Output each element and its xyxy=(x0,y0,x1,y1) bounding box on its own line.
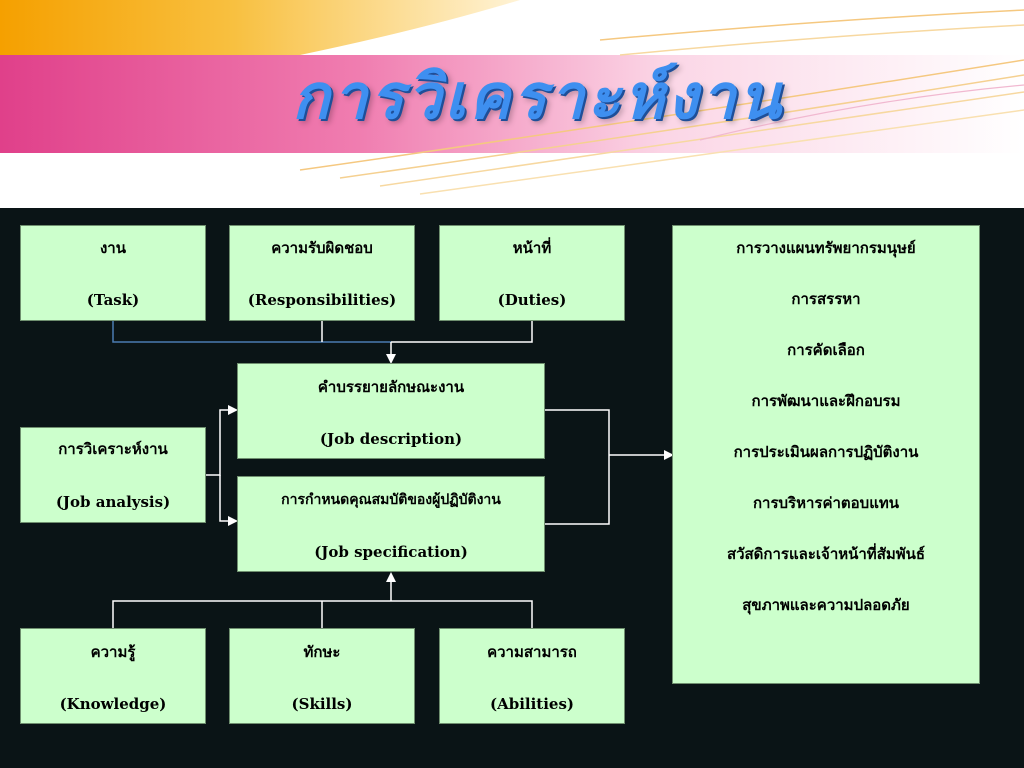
hr-function-item: การคัดเลือก xyxy=(787,341,865,359)
hr-function-item: การสรรหา xyxy=(791,290,861,308)
arrow-analysis-to-specification xyxy=(219,475,238,526)
outputs-bracket xyxy=(545,409,610,525)
job-description-thai-label: คำบรรยายลักษณะงาน xyxy=(317,378,465,396)
hr-function-item: สวัสดิการและเจ้าหน้าที่สัมพันธ์ xyxy=(726,545,926,563)
hr-functions-box: การวางแผนทรัพยากรมนุษย์ การสรรหา การคัดเ… xyxy=(672,225,980,684)
job-analysis-thai-label: การวิเคราะห์งาน xyxy=(58,440,168,458)
knowledge-thai-label: ความรู้ xyxy=(90,643,136,661)
abilities-english-label: (Abilities) xyxy=(489,695,575,713)
skills-thai-label: ทักษะ xyxy=(303,643,341,661)
responsibilities-english-label: (Responsibilities) xyxy=(247,291,397,309)
job-specification-thai-label: การกำหนดคุณสมบัติของผู้ปฏิบัติงาน xyxy=(281,492,501,508)
duties-thai-label: หน้าที่ xyxy=(512,239,552,257)
responsibilities-box: ความรับผิดชอบ (Responsibilities) xyxy=(229,225,415,321)
abilities-box: ความสามารถ (Abilities) xyxy=(439,628,625,724)
task-thai-label: งาน xyxy=(99,239,126,257)
hr-function-item: การบริหารค่าตอบแทน xyxy=(752,494,900,512)
responsibilities-thai-label: ความรับผิดชอบ xyxy=(271,239,373,257)
skills-english-label: (Skills) xyxy=(291,695,353,713)
slide-title: การวิเคราะห์งาน xyxy=(292,60,784,133)
knowledge-box: ความรู้ (Knowledge) xyxy=(20,628,206,724)
duties-english-label: (Duties) xyxy=(497,291,567,309)
hr-function-item: การวางแผนทรัพยากรมนุษย์ xyxy=(736,239,916,257)
job-analysis-box: การวิเคราะห์งาน (Job analysis) xyxy=(20,427,206,523)
arrow-analysis-to-description xyxy=(206,405,238,476)
duties-box: หน้าที่ (Duties) xyxy=(439,225,625,321)
job-description-english-label: (Job description) xyxy=(319,430,463,448)
job-specification-english-label: (Job specification) xyxy=(314,543,468,561)
knowledge-english-label: (Knowledge) xyxy=(59,695,167,713)
hr-function-item: การประเมินผลการปฏิบัติงาน xyxy=(733,443,919,461)
skills-box: ทักษะ (Skills) xyxy=(229,628,415,724)
task-english-label: (Task) xyxy=(86,291,140,309)
hr-function-item: การพัฒนาและฝึกอบรม xyxy=(751,392,901,410)
job-description-box: คำบรรยายลักษณะงาน (Job description) xyxy=(237,363,545,459)
job-specification-box: การกำหนดคุณสมบัติของผู้ปฏิบัติงาน (Job s… xyxy=(237,476,545,572)
duties-connector xyxy=(391,321,533,343)
slide-header: การวิเคราะห์งาน xyxy=(0,0,1024,208)
task-box: งาน (Task) xyxy=(20,225,206,321)
task-connector xyxy=(112,321,391,343)
hr-function-item: สุขภาพและความปลอดภัย xyxy=(742,596,910,614)
header-decoration xyxy=(0,0,1024,208)
job-analysis-english-label: (Job analysis) xyxy=(55,493,171,511)
abilities-thai-label: ความสามารถ xyxy=(487,643,577,661)
